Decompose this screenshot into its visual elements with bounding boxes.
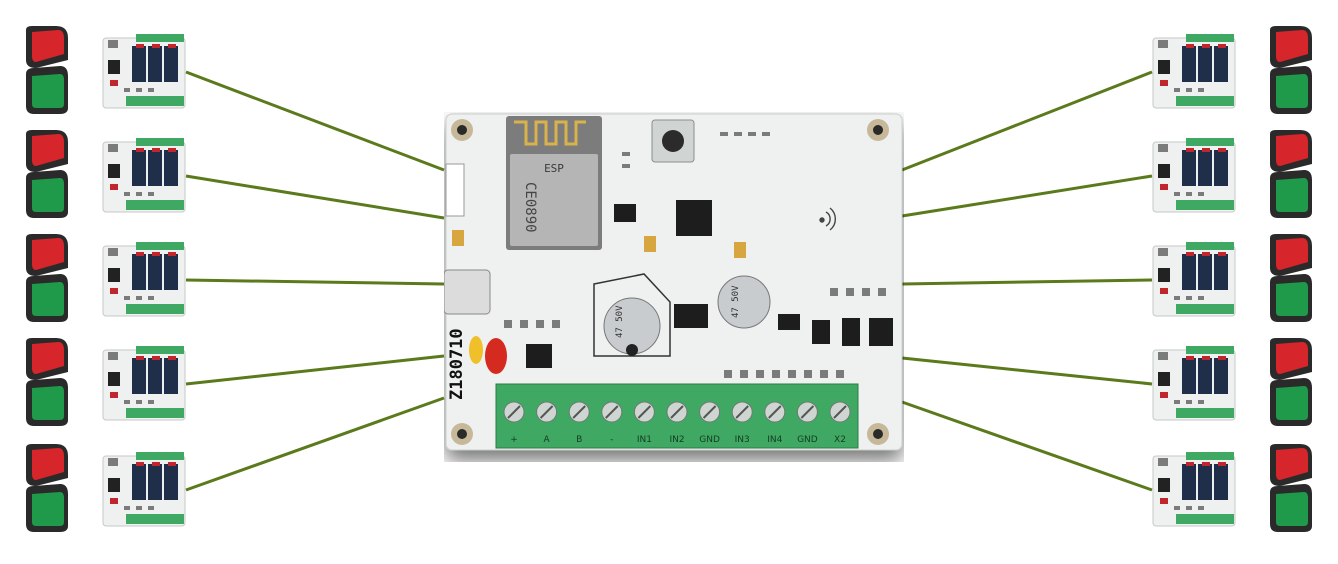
terminal-label: IN3	[735, 435, 750, 445]
wifi-signal-icon	[819, 207, 836, 231]
terminal-label: B	[576, 435, 582, 445]
traffic-light-icon	[22, 336, 72, 428]
terminal-label: IN4	[767, 435, 782, 445]
relay-module-icon	[1152, 34, 1236, 110]
terminal-block: + A B - IN1 IN2 GND IN3 IN4 GND X2	[495, 383, 859, 449]
relay-module-icon	[1152, 452, 1236, 528]
traffic-light-icon	[1266, 336, 1316, 428]
connection-line	[901, 356, 1153, 386]
svg-text:CE0890: CE0890	[522, 182, 538, 233]
connection-line	[185, 70, 445, 172]
terminal-label: IN1	[637, 435, 652, 445]
svg-text:47 50V: 47 50V	[731, 285, 741, 318]
relay-module-icon	[1152, 138, 1236, 214]
terminal-label: GND	[699, 435, 720, 445]
connection-line	[901, 70, 1153, 172]
connection-line	[185, 396, 445, 492]
chip	[614, 204, 636, 222]
chip	[842, 318, 860, 346]
terminal-label: +	[510, 435, 518, 445]
relay-module-icon	[102, 138, 186, 214]
chip	[674, 304, 708, 328]
chip	[812, 320, 830, 344]
connection-line	[901, 174, 1153, 218]
relay-module-icon	[102, 452, 186, 528]
relay-module-icon	[1152, 242, 1236, 318]
relay-module-icon	[102, 34, 186, 110]
terminal-label: X2	[834, 435, 846, 445]
main-board-graphic: ESP CE0890	[443, 113, 903, 451]
traffic-light-icon	[22, 442, 72, 534]
traffic-light-icon	[1266, 128, 1316, 220]
relay-module-icon	[102, 346, 186, 422]
connection-line	[901, 400, 1153, 492]
connection-line	[185, 354, 445, 386]
terminal-label: A	[544, 435, 551, 445]
capacitor-left: 47 50V	[593, 273, 671, 357]
traffic-light-icon	[22, 128, 72, 220]
terminal-label: IN2	[669, 435, 684, 445]
traffic-light-icon	[22, 232, 72, 324]
traffic-light-icon	[1266, 442, 1316, 534]
chip	[869, 318, 893, 346]
smd-components	[504, 132, 886, 378]
main-controller-board: ESP CE0890	[443, 112, 904, 462]
chip	[526, 344, 552, 368]
model-label: Z180710	[447, 328, 467, 400]
terminal-label: -	[610, 435, 613, 445]
svg-text:47 50V: 47 50V	[615, 305, 625, 338]
connection-line	[185, 278, 445, 286]
terminal-label: GND	[797, 435, 818, 445]
mounting-holes	[451, 119, 889, 445]
svg-text:ESP: ESP	[544, 162, 564, 175]
connection-line	[901, 278, 1153, 286]
relay-module-icon	[1152, 346, 1236, 422]
chip	[778, 314, 800, 330]
reset-button-graphic	[651, 119, 695, 163]
chip	[676, 200, 712, 236]
traffic-light-icon	[1266, 232, 1316, 324]
traffic-light-icon	[22, 24, 72, 116]
wifi-module: ESP CE0890	[506, 116, 602, 250]
connection-line	[185, 174, 445, 220]
relay-module-icon	[102, 242, 186, 318]
capacitor-right: 47 50V	[717, 275, 771, 329]
traffic-light-icon	[1266, 24, 1316, 116]
